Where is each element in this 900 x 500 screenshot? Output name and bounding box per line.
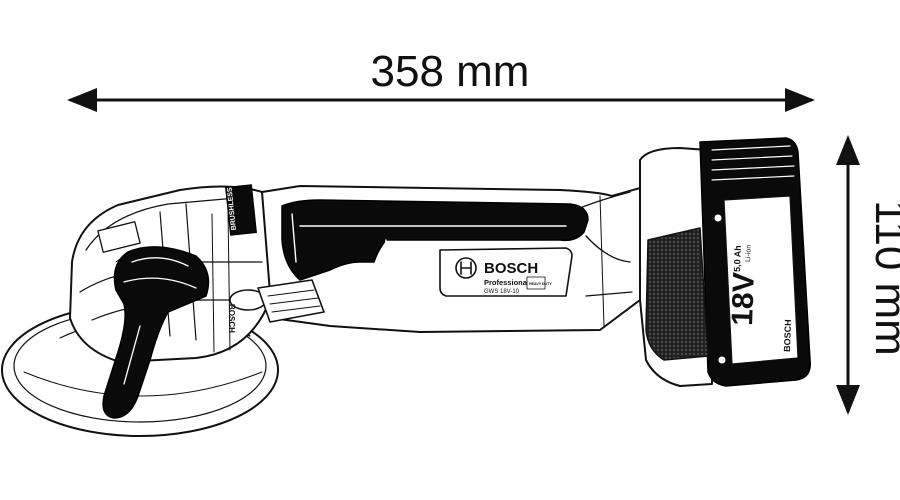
brand-name: BOSCH (484, 260, 538, 277)
battery-pack: 18V 5,0 Ah Li-ion BOSCH (639, 137, 811, 387)
height-dimension: 110 mm (836, 135, 900, 415)
battery-voltage: 18V (726, 272, 761, 327)
side-handle (102, 246, 210, 419)
length-dimension: 358 mm (67, 47, 815, 112)
battery-brand: BOSCH (782, 319, 793, 352)
length-label: 358 mm (371, 47, 530, 96)
battery-chemistry: Li-ion (745, 245, 753, 262)
battery-capacity: 5,0 Ah (732, 245, 743, 272)
model-number: GWS 18V-10 (484, 289, 520, 295)
heavy-duty-badge: HEAVY DUTY (529, 282, 552, 286)
product-line: Professional (484, 278, 529, 287)
angle-grinder-illustration: BOSCH BRUSHLESS BOSCH Professional GWS 1… (1, 137, 811, 437)
switch-label: BOSCH (227, 304, 236, 333)
motor-label: BRUSHLESS (226, 187, 238, 231)
motor-housing: BRUSHLESS BOSCH Professional GWS 18V-10 … (225, 184, 641, 333)
height-label: 110 mm (866, 200, 900, 356)
